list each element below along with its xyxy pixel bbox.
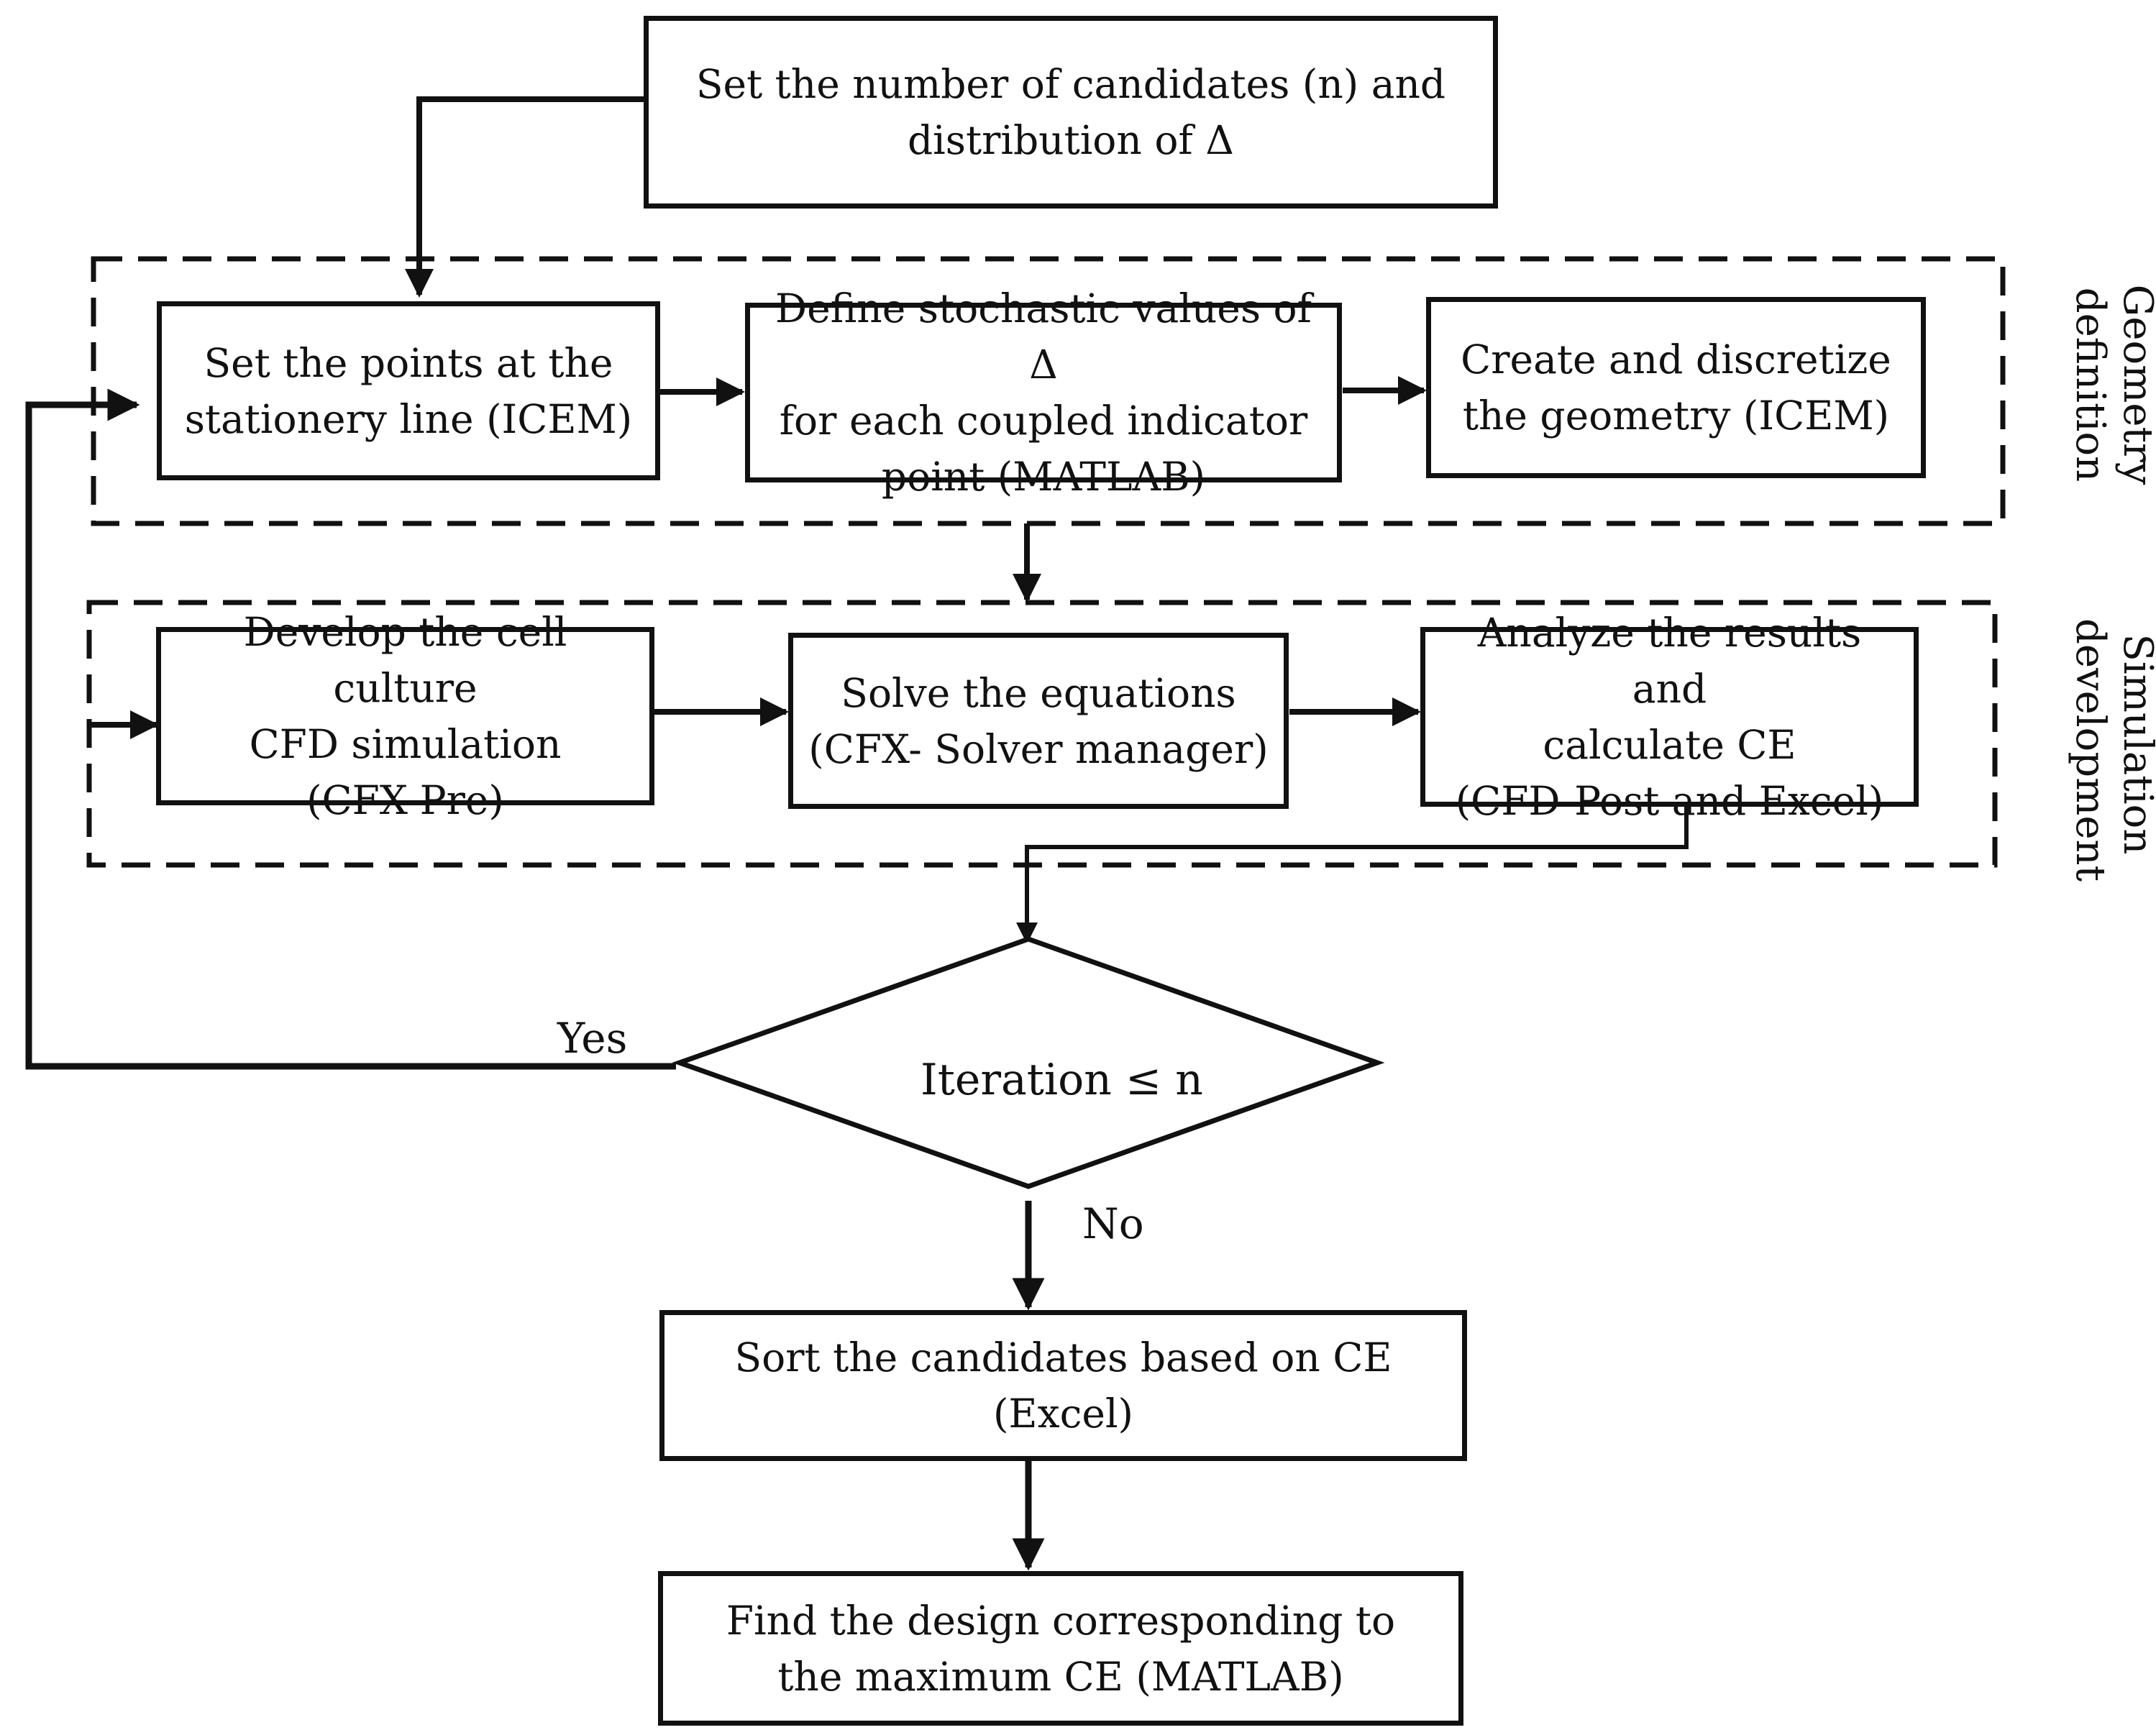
find-design-box: Find the design corresponding to the max… bbox=[658, 1571, 1463, 1726]
connector-start-to-set-points bbox=[405, 96, 644, 298]
sort-candidates-box: Sort the candidates based on CE (Excel) bbox=[659, 1310, 1467, 1461]
create-geometry-box: Create and discretize the geometry (ICEM… bbox=[1426, 297, 1926, 478]
find-design-text: Find the design corresponding to the max… bbox=[726, 1597, 1396, 1700]
set-points-box: Set the points at the stationery line (I… bbox=[157, 301, 660, 480]
develop-simulation-box: Develop the cell culture CFD simulation … bbox=[156, 609, 654, 823]
decision-diamond bbox=[672, 936, 1385, 1189]
sort-candidates-text: Sort the candidates based on CE (Excel) bbox=[734, 1335, 1392, 1437]
analyze-results-box: Analyze the results and calculate CE (CF… bbox=[1420, 610, 1919, 824]
no-label: No bbox=[1082, 1199, 1144, 1248]
connector-analyze-to-decision bbox=[1016, 806, 1689, 944]
start-text: Set the number of candidates (n) and dis… bbox=[695, 61, 1446, 163]
define-values-box: Define stochastic values of Δ for each c… bbox=[745, 285, 1342, 500]
create-geometry-text: Create and discretize the geometry (ICEM… bbox=[1461, 337, 1891, 439]
yes-label: Yes bbox=[557, 1014, 628, 1063]
geometry-definition-group-box bbox=[91, 256, 2006, 526]
develop-simulation-text: Develop the cell culture CFD simulation … bbox=[243, 609, 567, 823]
decision-text: Iteration ≤ n bbox=[921, 1055, 1203, 1105]
simulation-development-group-box bbox=[86, 600, 1998, 868]
simulation-development-label: Simulation development bbox=[2067, 618, 2156, 882]
set-points-text: Set the points at the stationery line (I… bbox=[184, 339, 633, 442]
solve-equations-text: Solve the equations (CFX- Solver manager… bbox=[808, 669, 1269, 772]
start-box: Set the number of candidates (n) and dis… bbox=[644, 16, 1498, 209]
solve-equations-box: Solve the equations (CFX- Solver manager… bbox=[788, 633, 1289, 809]
connector-yes-loop bbox=[25, 388, 676, 1070]
analyze-results-text: Analyze the results and calculate CE (CF… bbox=[1455, 610, 1884, 824]
geometry-definition-label: Geometry definition bbox=[2067, 284, 2156, 485]
define-values-text: Define stochastic values of Δ for each c… bbox=[775, 285, 1312, 500]
